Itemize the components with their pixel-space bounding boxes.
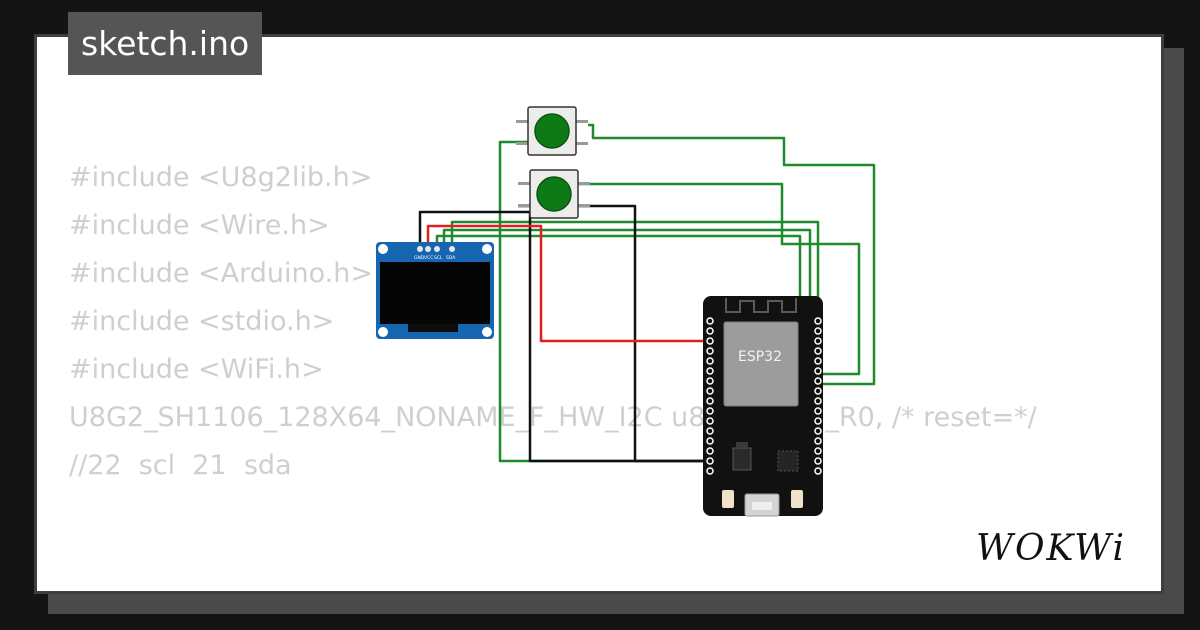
oled-pin-label: VCC <box>424 255 433 261</box>
push-button-2 <box>518 169 590 219</box>
wire-button2-right <box>578 182 861 376</box>
push-button-1 <box>516 106 588 156</box>
code-line: #include <U8g2lib.h> <box>69 162 373 193</box>
oled-pin-label: SCL <box>434 255 443 261</box>
preview-card: #include <U8g2lib.h> #include <Wire.h> #in… <box>34 34 1164 594</box>
code-line: #include <Wire.h> <box>69 210 330 241</box>
wokwi-logo[interactable]: WOKWi <box>976 528 1127 569</box>
code-line: #include <Arduino.h> <box>69 258 373 289</box>
esp32-board: ESP32 <box>703 296 823 517</box>
esp32-label: ESP32 <box>738 349 782 365</box>
oled-display: GND VCC SCL SDA <box>376 242 494 339</box>
code-line: #include <stdio.h> <box>69 306 335 337</box>
wire-oled-scl <box>442 228 812 300</box>
wire-button1-right <box>588 123 876 386</box>
oled-pin-label: GND <box>414 255 425 261</box>
oled-pin-label: SDA <box>446 255 456 261</box>
project-filename[interactable]: sketch.ino <box>68 12 263 75</box>
code-line: #include <WiFi.h> <box>69 354 324 385</box>
wire-button2-gnd <box>518 204 710 463</box>
wire-oled-vcc-red <box>426 224 710 343</box>
code-line: //22 scl 21 sda <box>69 450 292 481</box>
wire-oled-vcc-green <box>435 234 802 300</box>
